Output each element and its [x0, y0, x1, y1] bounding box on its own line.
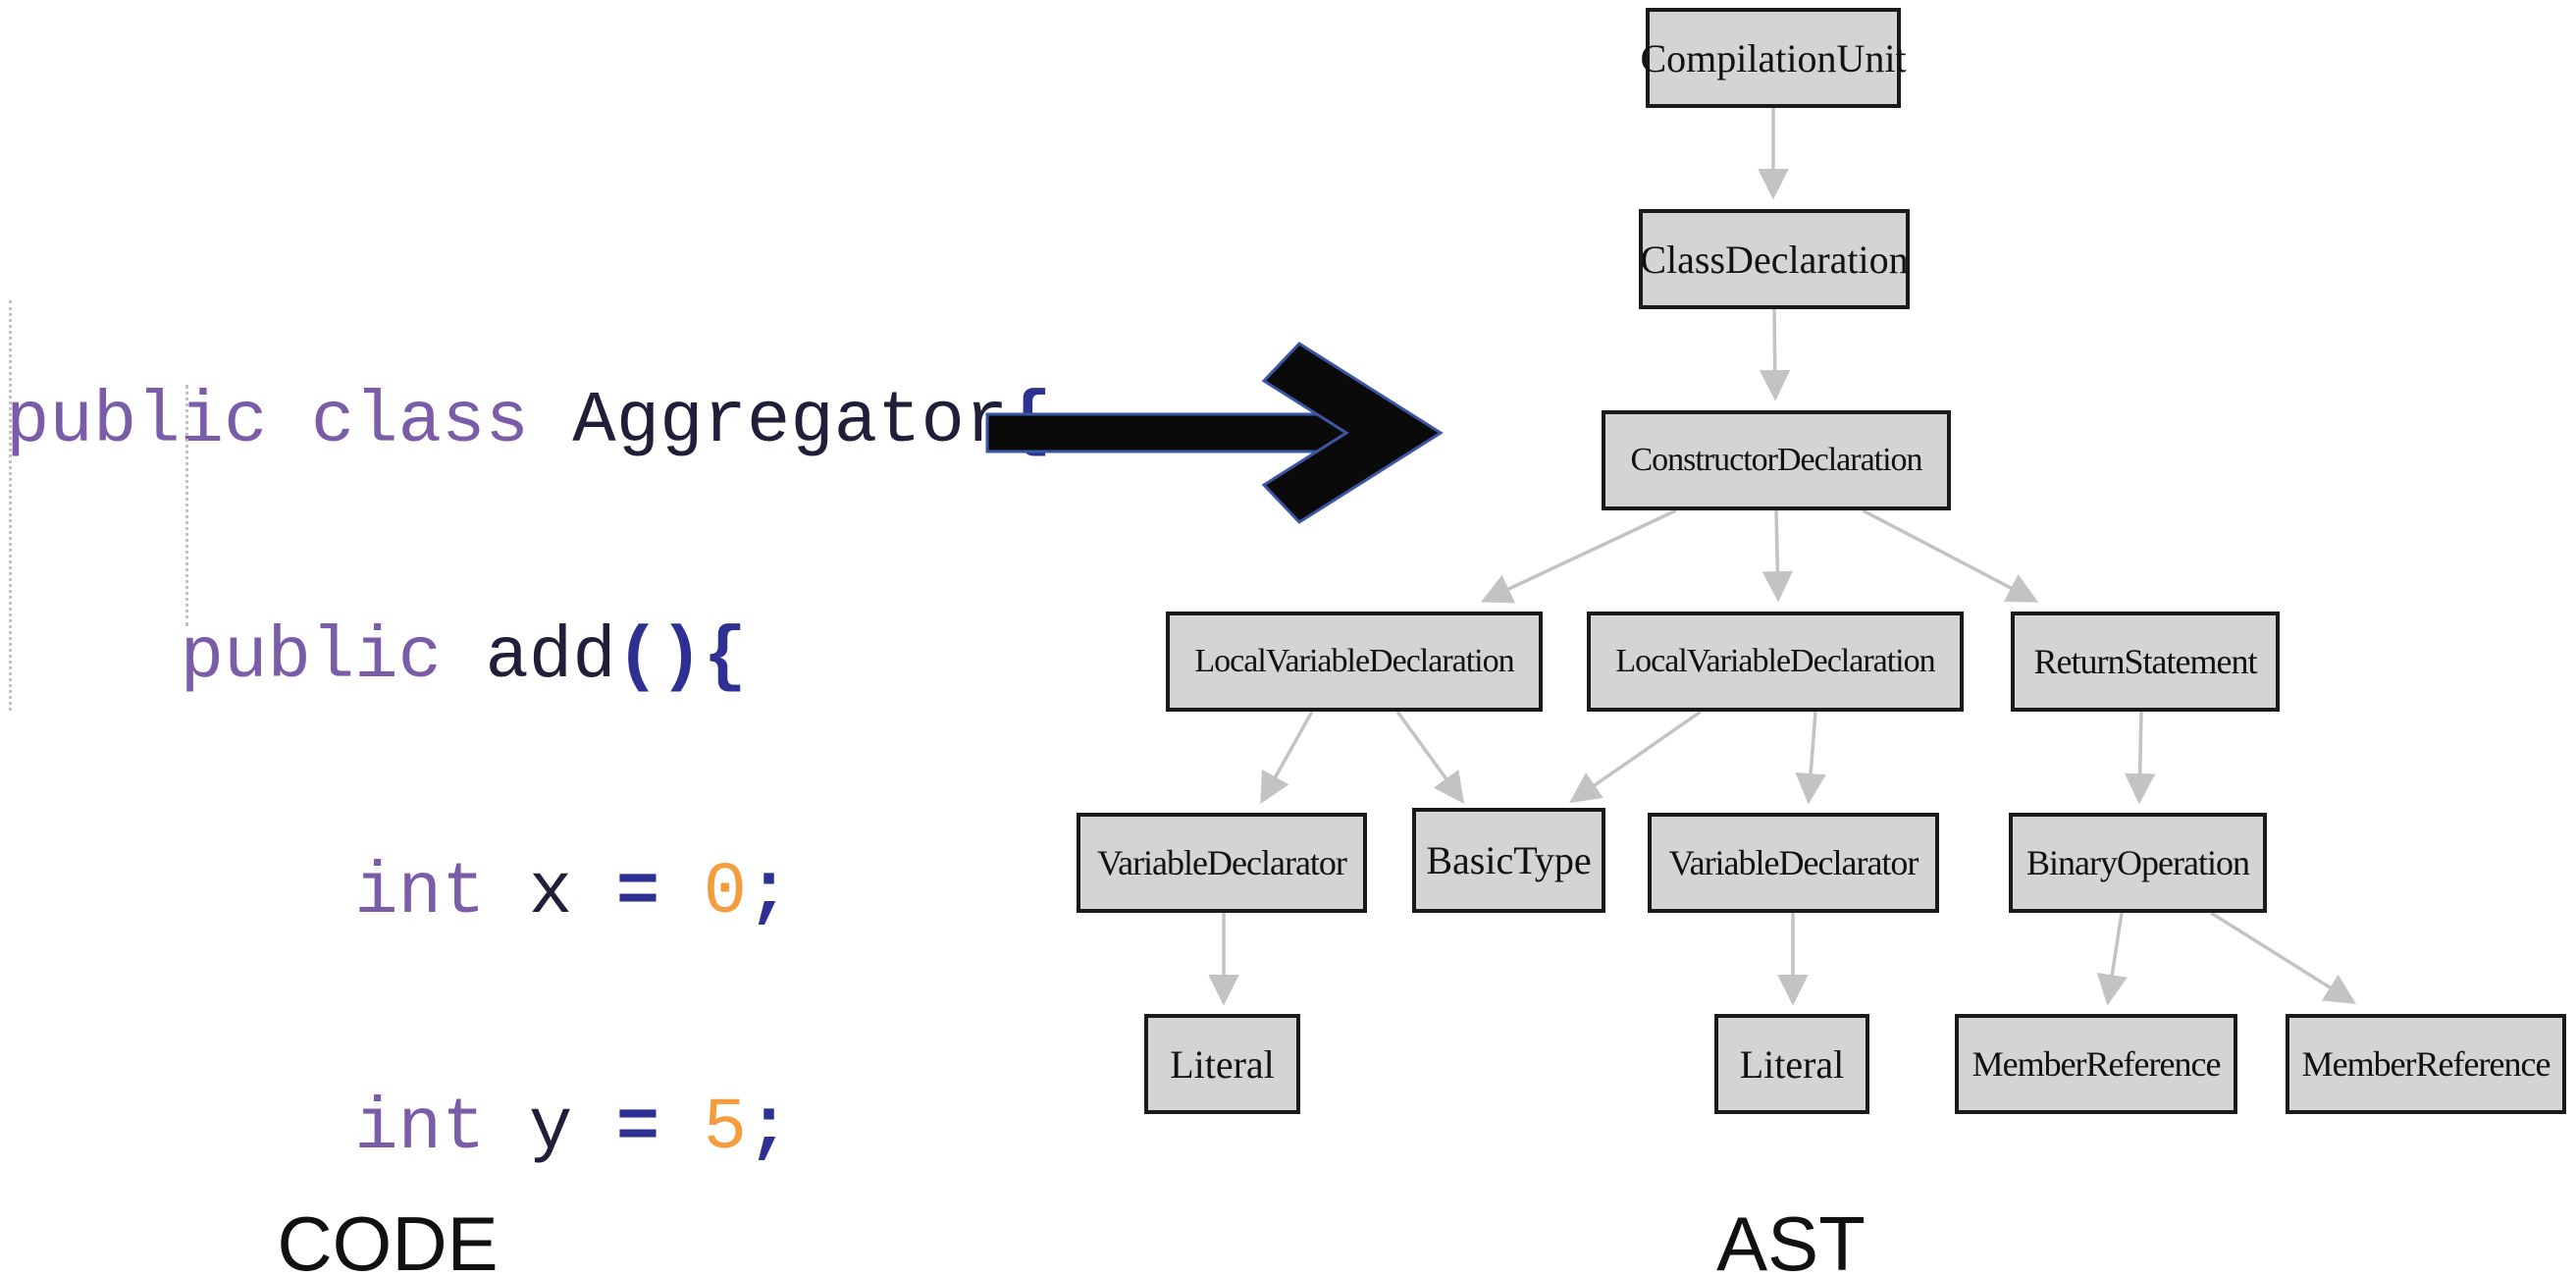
parens-brace: (){: [615, 616, 747, 699]
code-caption: CODE: [277, 1200, 499, 1277]
ast-node-constructor-declaration: ConstructorDeclaration: [1602, 410, 1951, 510]
node-label: MemberReference: [1971, 1044, 2222, 1084]
node-label: ConstructorDeclaration: [1630, 442, 1922, 478]
var-x: x: [528, 852, 616, 934]
code-panel: public class Aggregator{ public add(){ i…: [6, 226, 1052, 1277]
ast-node-basic-type: BasicType: [1412, 808, 1605, 913]
edge-constructor-localvar1: [1480, 508, 1677, 604]
ast-node-return-statement: ReturnStatement: [2011, 612, 2280, 712]
ast-node-member-reference-1: MemberReference: [1955, 1014, 2237, 1114]
code-line-1: public class Aggregator{: [6, 383, 1052, 461]
ast-caption: AST: [1716, 1200, 1866, 1277]
semicolon: ;: [746, 852, 791, 934]
keyword-public: public: [180, 616, 486, 699]
node-label: ReturnStatement: [2033, 642, 2258, 681]
node-label: CompilationUnit: [1640, 35, 1907, 80]
ast-node-compilation-unit: CompilationUnit: [1640, 8, 1907, 108]
edge-binaryoperation-memberreference1: [2096, 912, 2128, 1006]
edge-binaryoperation-memberreference2: [2210, 911, 2356, 1004]
edge-localvar1-basictype: [1395, 710, 1465, 804]
edge-constructor-localvar2: [1761, 509, 1794, 603]
code-line-4: int y = 5;: [6, 1090, 1052, 1168]
keyword-int: int: [354, 1088, 529, 1170]
node-label: Literal: [1739, 1041, 1845, 1087]
node-label: LocalVariableDeclaration: [1615, 643, 1935, 679]
ast-node-binary-operation: BinaryOperation: [2009, 813, 2267, 913]
ast-node-class-declaration: ClassDeclaration: [1639, 209, 1910, 309]
node-label: VariableDeclarator: [1097, 843, 1347, 882]
ast-node-variable-declarator-1: VariableDeclarator: [1077, 813, 1367, 913]
node-label: VariableDeclarator: [1668, 843, 1919, 882]
node-label: BasicType: [1426, 838, 1592, 882]
ast-node-member-reference-2: MemberReference: [2286, 1014, 2566, 1114]
node-label: Literal: [1170, 1041, 1275, 1087]
edge-constructor-returnstatement: [1862, 508, 2039, 603]
edge-localvar2-variabledeclarator2: [1795, 711, 1826, 805]
assign-op: =: [615, 1088, 704, 1170]
ast-node-literal-2: Literal: [1714, 1014, 1869, 1114]
assign-op: =: [615, 852, 704, 934]
node-label: ClassDeclaration: [1640, 237, 1909, 282]
method-name: add: [485, 616, 616, 699]
ast-node-local-variable-declaration-1: LocalVariableDeclaration: [1166, 612, 1543, 712]
indent-guide: [185, 385, 188, 626]
edge-localvar2-basictype: [1569, 710, 1702, 803]
code-line-3: int x = 0;: [6, 854, 1052, 932]
keyword-public-class: public class: [6, 381, 573, 463]
semicolon: ;: [746, 1088, 791, 1170]
ast-node-local-variable-declaration-2: LocalVariableDeclaration: [1587, 612, 1964, 712]
var-y: y: [528, 1088, 616, 1170]
ast-node-literal-1: Literal: [1144, 1014, 1300, 1114]
keyword-int: int: [354, 852, 529, 934]
edge-returnstatement-binaryoperation: [2124, 711, 2156, 805]
node-label: MemberReference: [2301, 1044, 2551, 1084]
class-name: Aggregator: [572, 381, 1009, 463]
node-label: BinaryOperation: [2026, 843, 2250, 882]
node-label: LocalVariableDeclaration: [1194, 643, 1514, 679]
edge-classdeclaration-constructordeclaration: [1759, 308, 1791, 401]
ast-node-variable-declarator-2: VariableDeclarator: [1648, 813, 1939, 913]
number-literal: 0: [703, 852, 747, 934]
edge-localvar1-variabledeclarator1: [1260, 711, 1314, 805]
code-line-2: public add(){: [6, 618, 1052, 697]
number-literal: 5: [703, 1088, 747, 1170]
indent-guide: [9, 300, 12, 711]
